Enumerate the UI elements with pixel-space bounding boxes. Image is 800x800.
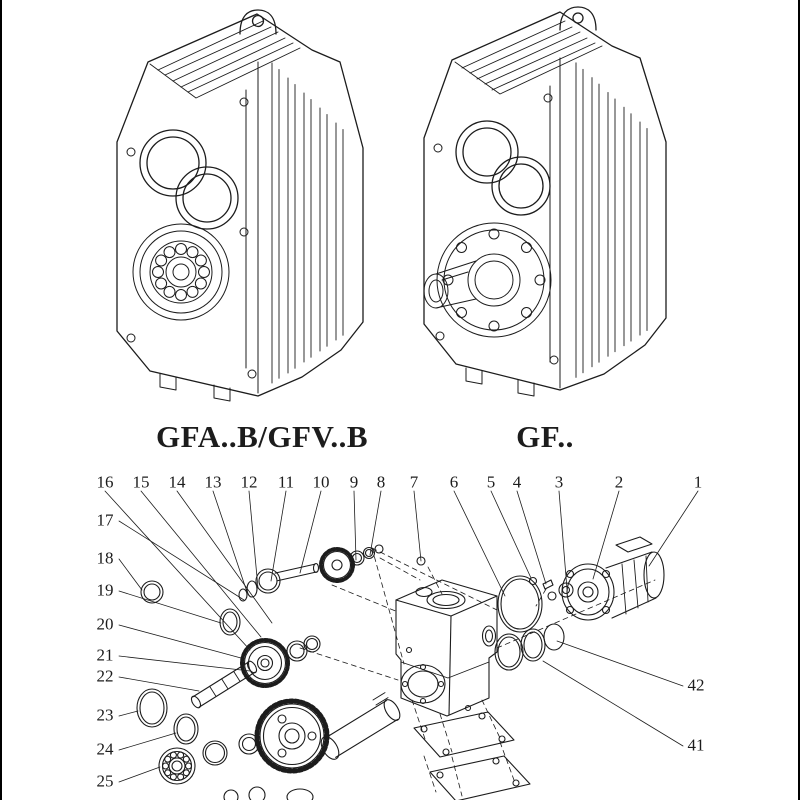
photo-edge-left bbox=[0, 0, 2, 800]
part-callout-18: 18 bbox=[96, 548, 114, 568]
input-pinion-assembly bbox=[238, 544, 426, 602]
mounting-feet bbox=[465, 367, 535, 397]
part-callout-22: 22 bbox=[96, 666, 114, 686]
output-gear bbox=[254, 698, 330, 774]
left-gearbox-drawing bbox=[116, 9, 364, 402]
construction-lines bbox=[299, 547, 656, 797]
part-callout-41: 41 bbox=[687, 735, 705, 755]
part-callout-8: 8 bbox=[376, 472, 386, 492]
part-callout-9: 9 bbox=[349, 472, 359, 492]
front-corner-edges bbox=[245, 61, 259, 394]
output-bearing bbox=[132, 223, 230, 321]
input-seal-rings bbox=[494, 575, 574, 671]
part-callout-12: 12 bbox=[240, 472, 258, 492]
output-shaft bbox=[320, 692, 401, 760]
leader-lines bbox=[104, 490, 699, 783]
part-callout-2: 2 bbox=[614, 472, 624, 492]
intermediate-gear-assembly bbox=[140, 580, 321, 688]
part-callout-21: 21 bbox=[96, 645, 114, 665]
lifting-eye bbox=[239, 9, 277, 35]
part-callout-6: 6 bbox=[449, 472, 459, 492]
part-callout-24: 24 bbox=[96, 739, 114, 759]
cooling-fins bbox=[454, 20, 603, 95]
part-callout-5: 5 bbox=[486, 472, 496, 492]
housing-silhouette bbox=[423, 11, 667, 391]
product-label-gf: GF.. bbox=[516, 419, 574, 454]
part-callout-1: 1 bbox=[693, 472, 703, 492]
exploded-diagram bbox=[104, 490, 699, 800]
part-callout-10: 10 bbox=[312, 472, 330, 492]
photo-edge-right bbox=[798, 0, 800, 800]
part-callout-20: 20 bbox=[96, 614, 114, 634]
part-callout-14: 14 bbox=[168, 472, 186, 492]
part-callout-17: 17 bbox=[96, 510, 114, 530]
input-bores bbox=[455, 120, 551, 216]
output-seals-and-bearing bbox=[136, 688, 260, 785]
part-callout-42: 42 bbox=[687, 675, 705, 695]
product-label-gfab-gfvb: GFA..B/GFV..B bbox=[155, 419, 369, 454]
part-callout-13: 13 bbox=[204, 472, 222, 492]
side-ribs bbox=[575, 62, 648, 378]
lifting-eye bbox=[559, 6, 597, 31]
part-callout-3: 3 bbox=[554, 472, 564, 492]
housing-bolts bbox=[433, 93, 559, 365]
part-callout-15: 15 bbox=[132, 472, 150, 492]
part-callout-11: 11 bbox=[277, 472, 295, 492]
side-ribs bbox=[271, 62, 344, 384]
part-callout-7: 7 bbox=[409, 472, 419, 492]
part-callout-25: 25 bbox=[96, 771, 114, 791]
gear-housing bbox=[395, 579, 498, 717]
input-bores bbox=[139, 129, 239, 230]
part-callout-4: 4 bbox=[512, 472, 522, 492]
housing-bolts bbox=[126, 97, 257, 379]
cooling-fins bbox=[149, 20, 301, 99]
output-flange-and-shaft bbox=[423, 222, 552, 338]
part-callout-23: 23 bbox=[96, 705, 114, 725]
part-callout-16: 16 bbox=[96, 472, 114, 492]
splined-pinion-shaft bbox=[190, 660, 258, 709]
part-callout-19: 19 bbox=[96, 580, 114, 600]
motor-adapter bbox=[561, 536, 665, 621]
bottom-cover bbox=[223, 755, 531, 800]
gasket bbox=[413, 711, 515, 758]
front-corner-edges bbox=[549, 57, 561, 389]
mounting-feet bbox=[159, 373, 231, 402]
housing-silhouette bbox=[116, 13, 364, 397]
right-gearbox-drawing bbox=[423, 6, 667, 397]
